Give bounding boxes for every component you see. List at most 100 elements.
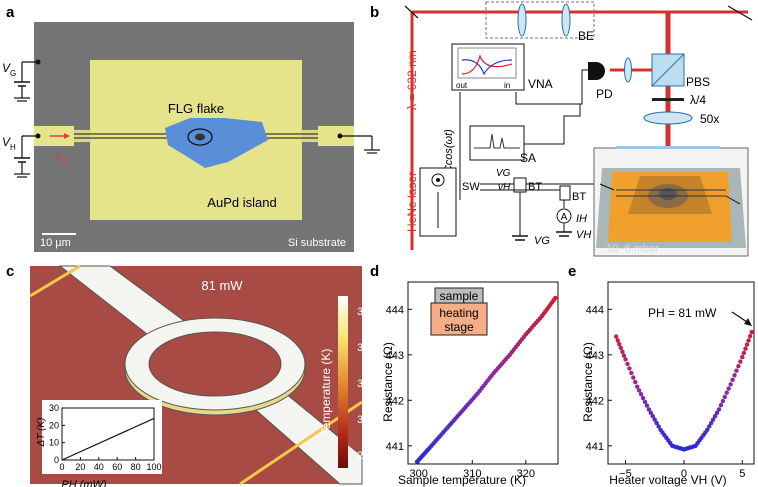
data-point xyxy=(629,370,634,376)
data-point xyxy=(636,388,642,393)
data-point xyxy=(728,382,733,387)
be-label: BE xyxy=(578,29,594,43)
x-tick-label: 300 xyxy=(410,468,428,480)
inset-x-tick-label: 20 xyxy=(75,462,85,472)
vg-small: VG xyxy=(496,168,511,179)
vna-label: VNA xyxy=(528,77,553,91)
cbar-tick: 315 xyxy=(357,306,375,318)
e-xlabel: Heater voltage VH (V) xyxy=(609,473,726,487)
data-point xyxy=(712,414,718,419)
cbar-tick: 300 xyxy=(357,414,375,426)
cbar-tick: 310 xyxy=(357,342,375,354)
data-point xyxy=(746,338,751,343)
x-tick-label: 320 xyxy=(517,468,535,480)
legend-stage-label: heating xyxy=(439,306,478,320)
panel-c: c 81 mW 315 310 305 300 295 Temperature … xyxy=(6,263,375,487)
y-tick-label: 444 xyxy=(386,304,404,316)
data-point xyxy=(631,375,636,380)
bias-tee-2 xyxy=(559,185,571,201)
ih-sub: H xyxy=(61,156,67,165)
data-point xyxy=(644,403,650,408)
data-point xyxy=(621,353,627,358)
data-point xyxy=(705,427,710,433)
ring-hole xyxy=(148,331,282,397)
inset-xlabel: PH (mW) xyxy=(61,479,107,487)
d-ylabel: Resistance (Ω) xyxy=(381,342,395,422)
y-tick-label: 442 xyxy=(586,395,604,407)
x-tick-label: −5 xyxy=(619,468,632,480)
inset-y-tick-label: 10 xyxy=(49,438,59,448)
bt2-label: BT xyxy=(572,191,586,203)
vh-sub: H xyxy=(10,143,16,152)
data-point xyxy=(710,417,716,422)
data-point xyxy=(736,363,741,369)
power-label: 81 mW xyxy=(201,278,243,293)
data-point xyxy=(722,394,727,400)
vg2-label: VG xyxy=(534,235,550,247)
colorbar xyxy=(338,296,348,468)
objective-label: 50x xyxy=(700,112,719,126)
data-point xyxy=(707,424,712,429)
beam-expander xyxy=(485,1,595,39)
e-annotation: PH = 81 mW xyxy=(648,306,717,320)
data-point xyxy=(648,410,654,416)
data-point xyxy=(618,345,624,351)
data-point xyxy=(743,346,748,351)
sa-label: SA xyxy=(520,151,536,165)
data-point xyxy=(747,334,753,339)
legend-stage xyxy=(430,302,488,336)
cbar-tick: 295 xyxy=(357,450,375,462)
data-point xyxy=(635,384,640,389)
substrate-label: Si substrate xyxy=(288,237,346,249)
data-point xyxy=(617,341,622,347)
data-point xyxy=(654,420,659,426)
d-xlabel: Sample temperature (K) xyxy=(398,473,526,487)
inset-y-tick-label: 20 xyxy=(49,420,59,430)
data-point xyxy=(741,350,747,356)
data-point xyxy=(716,407,722,412)
panel-label-d: d xyxy=(370,263,379,280)
y-tick-label: 441 xyxy=(586,441,604,453)
data-point xyxy=(623,357,628,362)
data-point xyxy=(714,410,720,416)
mirror-icon xyxy=(727,5,753,21)
bt1-label: BT xyxy=(528,181,542,193)
laser-label: HeNe laser xyxy=(405,172,419,232)
colorbar-label: Temperature (K) xyxy=(319,349,333,436)
data-point xyxy=(724,390,729,395)
data-point xyxy=(640,395,646,401)
x-tick-label: 5 xyxy=(739,468,745,480)
e-ylabel: Resistance (Ω) xyxy=(581,342,595,422)
y-tick-label: 442 xyxy=(386,395,404,407)
vna-in: in xyxy=(504,81,510,90)
ammeter-label: A xyxy=(561,212,568,223)
inset-x-tick-label: 80 xyxy=(131,462,141,472)
data-point xyxy=(633,379,638,385)
data-point xyxy=(656,424,661,429)
panel-label-a: a xyxy=(6,4,15,21)
vh-small: vH xyxy=(498,182,511,193)
inset-ylabel: ΔT (K) xyxy=(36,418,47,448)
svg-text:stage: stage xyxy=(444,320,474,334)
pressure-label: 10−6 mbar xyxy=(606,243,659,255)
wavelength-label: λ = 632 nm xyxy=(405,50,419,110)
data-point xyxy=(646,407,652,412)
y-tick-label: 441 xyxy=(386,441,404,453)
vg-sub: G xyxy=(10,69,16,78)
cbar-tick: 305 xyxy=(357,378,375,390)
mirror-icon xyxy=(404,5,419,19)
quarter-wave-plate xyxy=(652,98,684,101)
panel-b: b BE PBS PD λ/4 50x out in VNA xyxy=(370,1,753,257)
data-point xyxy=(613,334,619,339)
data-point xyxy=(642,399,648,405)
inset-x-tick-label: 0 xyxy=(59,462,64,472)
data-point xyxy=(615,338,620,343)
data-point xyxy=(740,354,745,360)
flake-label: FLG flake xyxy=(168,101,224,116)
data-point xyxy=(726,386,731,391)
data-point xyxy=(625,361,630,367)
